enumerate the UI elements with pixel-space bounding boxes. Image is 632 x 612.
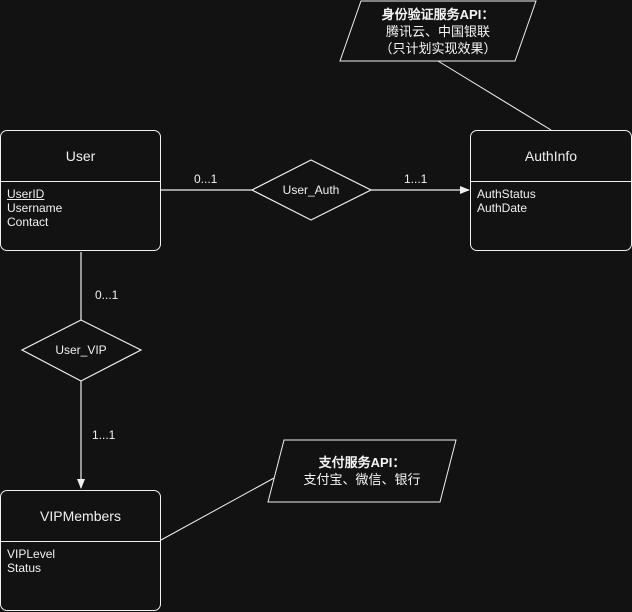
note-connector-auth xyxy=(437,60,552,131)
note-pay-api-title: 支付服务API： xyxy=(318,455,406,470)
cardinality-user-vip-bottom: 1...1 xyxy=(92,428,116,442)
note-auth-api-title: 身份验证服务API： xyxy=(381,7,495,22)
entity-user[interactable]: User UserID Username Contact xyxy=(0,130,161,251)
relationship-user-auth-diamond[interactable] xyxy=(250,159,373,221)
attribute-authstatus: AuthStatus xyxy=(477,187,536,201)
relationship-user-auth-label: User_Auth xyxy=(282,183,340,197)
entity-vipmembers-attributes: VIPLevel Status xyxy=(7,547,55,575)
note-pay-api-shape[interactable] xyxy=(267,439,457,503)
attribute-username: Username xyxy=(7,201,63,215)
entity-vipmembers[interactable]: VIPMembers VIPLevel Status xyxy=(0,490,161,611)
entity-authinfo-attributes: AuthStatus AuthDate xyxy=(477,187,536,215)
note-connector-pay xyxy=(160,471,286,541)
note-pay-api-line2: 支付宝、微信、银行 xyxy=(303,472,421,487)
entity-vipmembers-title: VIPMembers xyxy=(1,491,160,542)
note-pay-api-text: 支付服务API： 支付宝、微信、银行 xyxy=(303,454,420,488)
entity-user-title: User xyxy=(1,131,160,182)
entity-authinfo[interactable]: AuthInfo AuthStatus AuthDate xyxy=(470,130,632,251)
attribute-status: Status xyxy=(7,561,42,575)
cardinality-user-auth-left: 0...1 xyxy=(194,172,218,186)
entity-authinfo-title: AuthInfo xyxy=(471,131,631,182)
entity-user-attributes: UserID Username Contact xyxy=(7,187,62,229)
relationship-user-vip-label: User_VIP xyxy=(55,343,107,357)
cardinality-user-auth-right: 1...1 xyxy=(404,172,428,186)
attribute-userid: UserID xyxy=(7,187,45,201)
cardinality-user-vip-top: 0...1 xyxy=(95,288,119,302)
note-auth-api-line3: （只计划实现效果） xyxy=(379,41,497,56)
note-auth-api-shape[interactable] xyxy=(339,0,537,62)
relationship-user-vip-diamond[interactable] xyxy=(20,319,143,382)
note-auth-api-line2: 腾讯云、中国银联 xyxy=(385,24,491,39)
attribute-viplevel: VIPLevel xyxy=(7,547,56,561)
note-auth-api-text: 身份验证服务API： 腾讯云、中国银联 （只计划实现效果） xyxy=(379,6,496,57)
attribute-contact: Contact xyxy=(7,215,49,229)
attribute-authdate: AuthDate xyxy=(477,201,528,215)
